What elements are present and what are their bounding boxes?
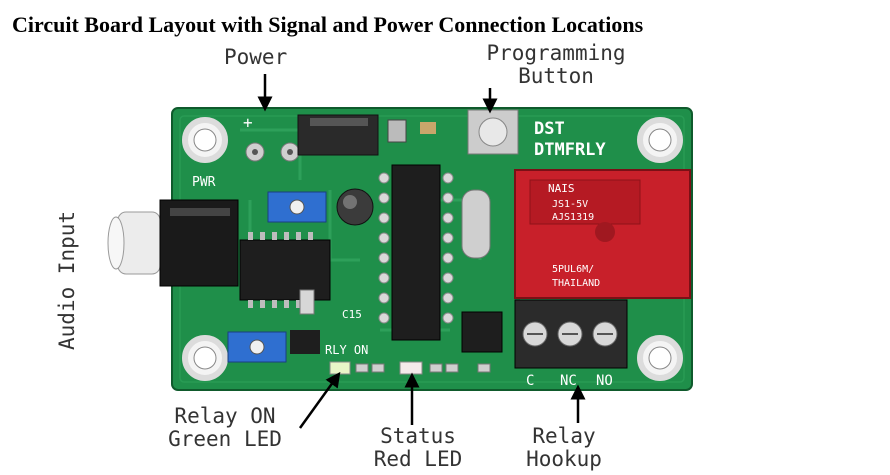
board-c15-text: C15 (342, 308, 362, 321)
relay-hookup-label-line1: Relay (532, 424, 596, 448)
board-rly-on-text: RLY ON (325, 343, 368, 357)
board-plus-mark: + (243, 113, 253, 132)
power-label: Power (224, 45, 288, 69)
board-model-line2: DTMFRLY (534, 140, 606, 160)
mounting-holes (182, 117, 683, 381)
audio-ic (239, 232, 331, 308)
relay-hookup-label: Relay Hookup (510, 425, 618, 471)
relay-on-arrow (298, 371, 341, 429)
relay-on-led (329, 361, 351, 375)
status-label-line1: Status (380, 424, 456, 448)
relay-mark-5: THAILAND (552, 278, 600, 289)
status-led (399, 361, 423, 375)
status-label-line2: Red LED (373, 447, 463, 471)
status-label: Status Red LED (362, 425, 474, 471)
programming-button (467, 109, 519, 155)
board-model-line1: DST (534, 119, 565, 139)
board-pwr-text: PWR (192, 175, 216, 190)
relay-mark-3: AJS1319 (552, 212, 594, 223)
programming-label-line2: Button (518, 64, 594, 88)
programming-button-label: Programming Button (470, 42, 642, 88)
relay-terminal-block (514, 299, 628, 369)
relay-mark-2: JS1-5V (552, 199, 588, 210)
relay-mark-4: 5PUL6M/ (552, 264, 594, 275)
relay-on-label: Relay ON Green LED (160, 405, 290, 451)
audio-input-jack (107, 199, 239, 287)
terminal-label-nc: NC (560, 373, 577, 389)
crystal-oscillator (461, 189, 491, 259)
driver-ic (461, 311, 503, 353)
terminal-label-no: NO (596, 373, 613, 389)
figure-title: Circuit Board Layout with Signal and Pow… (12, 12, 644, 37)
main-microcontroller (378, 164, 454, 341)
terminal-label-c: C (526, 373, 534, 389)
relay: NAIS JS1-5V AJS1319 5PUL6M/ THAILAND (514, 169, 691, 299)
relay-on-label-line1: Relay ON (174, 404, 276, 428)
relay-hookup-label-line2: Hookup (526, 447, 602, 471)
relay-mark-1: NAIS (548, 182, 575, 195)
relay-on-label-line2: Green LED (168, 427, 282, 451)
programming-label-line1: Programming (486, 41, 626, 65)
electrolytic-capacitor (336, 188, 374, 226)
